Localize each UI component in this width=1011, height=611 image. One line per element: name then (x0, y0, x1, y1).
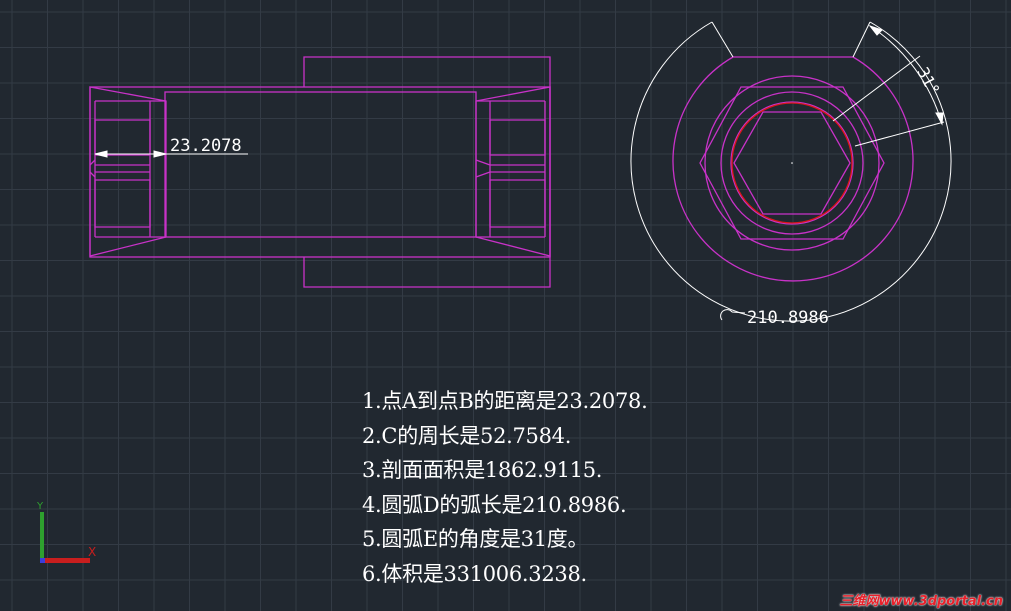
circle-c (731, 102, 853, 224)
notes-text-block: 1.点A到点B的距离是23.2078. 2.C的周长是52.7584. 3.剖面… (362, 384, 648, 591)
end-view-profile (672, 56, 914, 282)
ucs-x-label: X (88, 545, 96, 559)
distance-dimension-text: 23.2078 (170, 136, 242, 156)
center-point (791, 162, 793, 164)
note-line: 1.点A到点B的距离是23.2078. (362, 389, 648, 413)
note-line: 6.体积是331006.3238. (362, 561, 587, 586)
distance-dimension: 23.2078 (94, 136, 248, 158)
ucs-y-label: Y (36, 501, 44, 512)
side-view-profile (89, 56, 551, 288)
note-line: 2.C的周长是52.7584. (362, 423, 572, 448)
note-line: 4.圆弧D的弧长是210.8986. (362, 492, 627, 517)
angle-dimension: 31° (832, 25, 945, 147)
note-line: 5.圆弧E的角度是31度。 (362, 527, 589, 551)
angle-dimension-text: 31° (913, 64, 943, 98)
arc-length-dimension-text: 210.8986 (747, 308, 829, 328)
watermark: 三维网www.3dportal.cn (839, 594, 1003, 609)
arc-length-dimension: 210.8986 (630, 21, 952, 328)
ucs-icon: Y X (36, 501, 96, 563)
note-line: 3.剖面面积是1862.9115. (362, 458, 603, 482)
